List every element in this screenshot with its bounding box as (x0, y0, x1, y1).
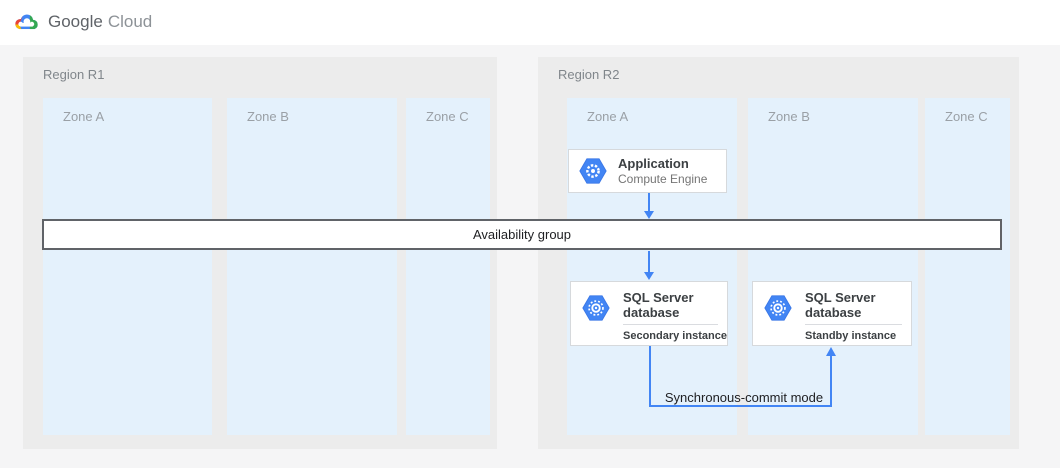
region-r1-zone-c: Zone C (406, 98, 490, 435)
zone-label: Zone B (247, 109, 289, 124)
sql-server-standby-node: SQL Server database Standby instance (752, 281, 912, 346)
sync-commit-mode-label: Synchronous-commit mode (664, 390, 824, 405)
google-cloud-logo-icon (15, 14, 38, 30)
logo-text-cloud: Cloud (107, 12, 153, 31)
instance-divider (805, 324, 902, 325)
compute-engine-icon (579, 158, 607, 184)
application-title: Application (618, 156, 689, 171)
region-r1-label: Region R1 (43, 67, 105, 82)
zone-label: Zone C (945, 109, 988, 124)
sql-standby-instance-label: Standby instance (805, 330, 897, 342)
zone-label: Zone A (587, 109, 629, 124)
sql-standby-title: SQL Server database (805, 290, 876, 320)
logo-text-google: Google (48, 12, 103, 31)
application-node: Application Compute Engine (568, 149, 727, 193)
region-r1-zone-a: Zone A (43, 98, 212, 435)
sql-server-icon (764, 295, 792, 321)
region-r2-zone-b: Zone B (748, 98, 918, 435)
sql-secondary-title: SQL Server database (623, 290, 694, 320)
availability-group-band: Availability group (42, 219, 1002, 250)
region-r2-zone-c: Zone C (925, 98, 1010, 435)
sql-server-icon (582, 295, 610, 321)
sql-secondary-instance-label: Secondary instance (623, 330, 727, 342)
application-subtitle: Compute Engine (618, 172, 708, 186)
zone-label: Zone B (768, 109, 810, 124)
region-r1: Region R1 Zone A Zone B Zone C (23, 57, 497, 449)
instance-divider (623, 324, 718, 325)
sql-server-secondary-node: SQL Server database Secondary instance (570, 281, 728, 346)
google-cloud-logo: Google Cloud (13, 9, 152, 35)
availability-group-label: Availability group (472, 227, 572, 242)
zone-label: Zone A (63, 109, 105, 124)
region-r2-label: Region R2 (558, 67, 620, 82)
region-r1-zone-b: Zone B (227, 98, 397, 435)
zone-label: Zone C (426, 109, 469, 124)
region-r2: Region R2 Zone A Zone B Zone C (538, 57, 1019, 449)
